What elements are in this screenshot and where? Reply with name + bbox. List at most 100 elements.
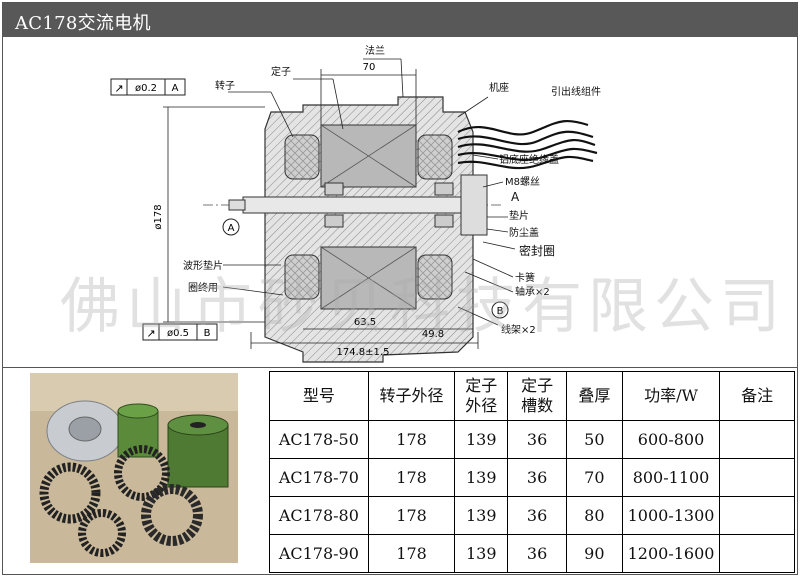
lamination-small <box>78 509 126 557</box>
dim-70: 70 <box>363 62 376 73</box>
label-wave-washer: 波形垫片 <box>183 259 223 272</box>
leader-lines <box>222 58 516 326</box>
header-notes: 备注 <box>719 371 795 421</box>
tolerance-symbol-bottom: ↗ <box>146 327 155 340</box>
coil-end-top-right <box>417 134 453 180</box>
bearing-right-bottom <box>434 214 454 228</box>
datum-circle-b <box>491 301 509 319</box>
datum-circle-a-label: A <box>228 223 235 234</box>
label-stator: 定子 <box>271 65 291 78</box>
cell-notes <box>719 534 795 573</box>
tolerance-symbol-top: ↗ <box>114 82 123 95</box>
coil-end-top-left <box>284 134 320 180</box>
cell-stack-height: 50 <box>565 420 623 459</box>
section-divider <box>3 367 797 368</box>
label-washer: 垫片 <box>509 209 529 222</box>
coil-end-bottom-left <box>284 254 320 300</box>
label-dust-cover: 防尘盖 <box>509 226 539 239</box>
cell-stator-od: 139 <box>454 458 509 497</box>
stator-bore <box>190 422 206 428</box>
header-stator-od: 定子 外径 <box>454 371 509 421</box>
tolerance-datum-bottom: B <box>204 328 211 339</box>
cell-stator-slots: 36 <box>507 420 567 459</box>
label-retaining-ring: 圈终用 <box>188 281 218 294</box>
lead-wires <box>457 119 598 170</box>
end-cap <box>460 174 488 236</box>
cell-power: 600-800 <box>621 420 721 459</box>
tolerance-box-bottom: ↗ ø0.5 B <box>142 323 218 341</box>
cell-stator-slots: 36 <box>507 534 567 573</box>
shaft-end <box>228 199 246 211</box>
rotor-core-top <box>117 403 159 419</box>
label-rotor: 转子 <box>215 79 235 92</box>
label-flange: 法兰 <box>365 44 385 57</box>
endcap-hub <box>68 416 102 442</box>
cell-notes <box>719 420 795 459</box>
rotor-lamination <box>39 462 101 524</box>
lamination-small-center <box>95 526 109 540</box>
cell-stator-slots: 36 <box>507 458 567 497</box>
table-row: AC178-70 178 139 36 70 800-1100 <box>269 458 795 497</box>
label-seal-ring: 密封圈 <box>519 243 555 258</box>
cell-stack-height: 80 <box>565 496 623 535</box>
header-stator-slots: 定子 槽数 <box>507 371 567 421</box>
shaft <box>242 196 484 214</box>
bearing-left-top <box>324 182 344 196</box>
cell-rotor-od: 178 <box>367 420 456 459</box>
table-row: AC178-50 178 139 36 50 600-800 <box>269 420 795 459</box>
cell-notes <box>719 496 795 535</box>
stator-lamination-stack <box>141 484 203 546</box>
stator-lamination <box>114 445 170 501</box>
header-stack-height: 叠厚 <box>565 371 623 421</box>
cell-stack-height: 70 <box>565 458 623 497</box>
tolerance-value-top: ø0.2 <box>135 83 157 94</box>
dim-178: ø178 <box>153 204 164 229</box>
bearing-left-bottom <box>324 214 344 228</box>
table-header-row: 型号 转子外径 定子 外径 定子 槽数 叠厚 功率/W 备注 <box>269 371 795 421</box>
label-aluminum-cover: 铝底座绝缘盖 <box>499 153 559 166</box>
cell-stack-height: 90 <box>565 534 623 573</box>
page-title: AC178交流电机 <box>15 13 151 34</box>
header-rotor-od: 转子外径 <box>367 371 456 421</box>
dim-63-5: 63.5 <box>354 317 376 328</box>
product-photo <box>30 373 238 563</box>
tolerance-box-top: ↗ ø0.2 A <box>110 78 186 96</box>
cell-model: AC178-70 <box>269 458 369 497</box>
spec-table: 型号 转子外径 定子 外径 定子 槽数 叠厚 功率/W 备注 AC178-50 … <box>269 371 795 573</box>
label-wire-frame: 线架×2 <box>501 323 536 336</box>
cell-power: 800-1100 <box>621 458 721 497</box>
cell-rotor-od: 178 <box>367 458 456 497</box>
label-datum-a-right: A <box>511 190 520 204</box>
header-model: 型号 <box>269 371 369 421</box>
datum-circle-a <box>222 218 240 236</box>
label-m8-nut: M8螺丝 <box>505 176 540 188</box>
cell-rotor-od: 178 <box>367 496 456 535</box>
cell-stator-od: 139 <box>454 496 509 535</box>
cell-power: 1000-1300 <box>621 496 721 535</box>
dim-49-8: 49.8 <box>422 329 444 340</box>
header-power: 功率/W <box>621 371 721 421</box>
label-lead-assembly: 引出线组件 <box>551 85 601 98</box>
table-row: AC178-90 178 139 36 90 1200-1600 <box>269 534 795 573</box>
label-circlip: 卡簧 <box>515 271 535 284</box>
cell-stator-od: 139 <box>454 420 509 459</box>
cell-rotor-od: 178 <box>367 534 456 573</box>
label-housing: 机座 <box>489 81 509 94</box>
cell-model: AC178-90 <box>269 534 369 573</box>
cell-model: AC178-80 <box>269 496 369 535</box>
cell-notes <box>719 458 795 497</box>
coil-end-bottom-right <box>417 254 453 300</box>
cell-stator-slots: 36 <box>507 496 567 535</box>
stator-core-top-mark <box>320 124 417 188</box>
cell-stator-od: 139 <box>454 534 509 573</box>
table-row: AC178-80 178 139 36 80 1000-1300 <box>269 496 795 535</box>
datum-circle-b-label: B <box>497 306 504 317</box>
cell-model: AC178-50 <box>269 420 369 459</box>
tolerance-datum-top: A <box>172 83 179 94</box>
bearing-right-top <box>434 182 454 196</box>
title-bar: AC178交流电机 <box>3 3 797 37</box>
stator-core-bottom-mark <box>320 246 417 310</box>
cell-power: 1200-1600 <box>621 534 721 573</box>
dimension-lines <box>163 69 479 349</box>
dim-174-8: 174.8±1.5 <box>337 347 390 358</box>
